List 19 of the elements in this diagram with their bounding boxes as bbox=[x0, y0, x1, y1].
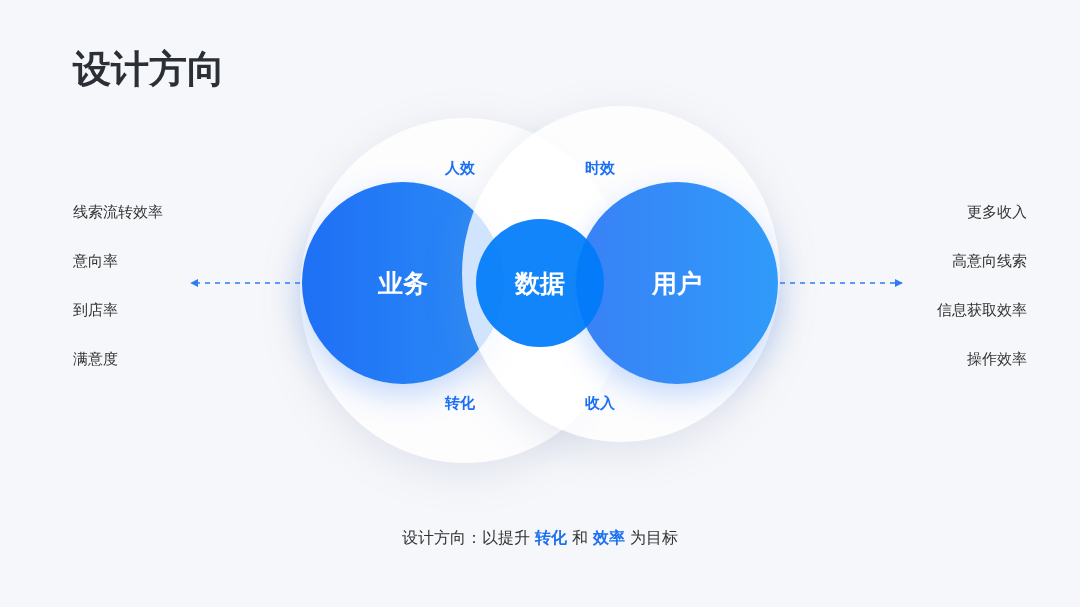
metric-text: 线索流转效率 bbox=[73, 202, 163, 222]
factor-label: 收入 bbox=[585, 393, 615, 413]
factor-label: 转化 bbox=[445, 393, 475, 413]
metric-text: 操作效率 bbox=[967, 349, 1027, 369]
metric-text: 到店率 bbox=[73, 300, 118, 320]
dashed-arrow bbox=[779, 279, 903, 287]
circle-label: 用户 bbox=[652, 267, 702, 300]
factor-label: 人效 bbox=[445, 158, 475, 178]
caption: 设计方向：以提升 转化 和 效率 为目标 bbox=[401, 528, 679, 547]
dashed-arrow bbox=[190, 279, 301, 287]
title: 设计方向 bbox=[73, 46, 225, 93]
metric-text: 信息获取效率 bbox=[937, 300, 1027, 320]
metric-text: 意向率 bbox=[73, 251, 118, 271]
metric-text: 更多收入 bbox=[967, 202, 1027, 222]
metric-text: 满意度 bbox=[73, 349, 118, 369]
metric-text: 高意向线索 bbox=[952, 251, 1027, 271]
factor-label: 时效 bbox=[585, 158, 615, 178]
circle-label: 业务 bbox=[378, 267, 428, 300]
circle-label: 数据 bbox=[515, 267, 565, 300]
